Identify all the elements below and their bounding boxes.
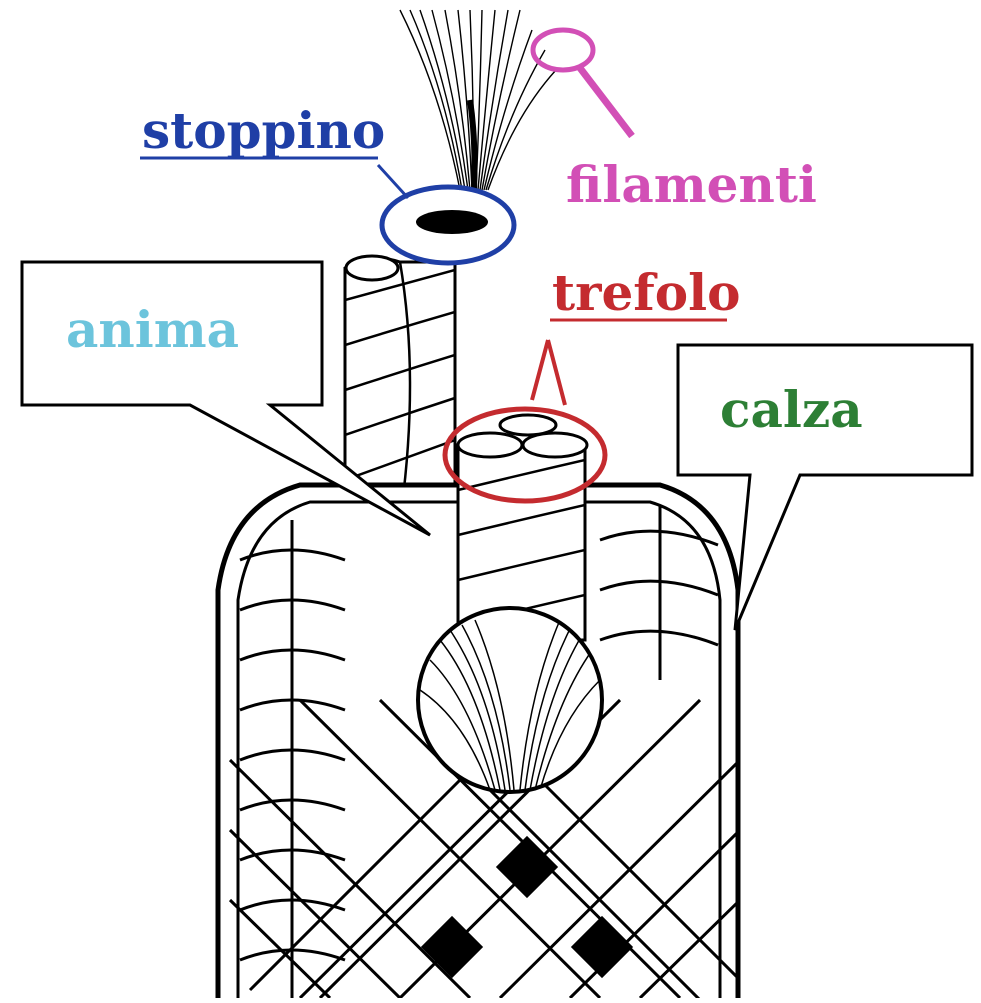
label-stoppino: stoppino <box>142 106 385 156</box>
wick-bundle <box>416 210 488 234</box>
fiber-magnifier <box>418 608 602 792</box>
label-calza: calza <box>720 385 863 435</box>
filamenti-loupe <box>533 30 632 136</box>
strand <box>458 415 587 640</box>
label-filamenti: filamenti <box>566 160 817 210</box>
label-trefolo: trefolo <box>552 268 740 318</box>
filaments-fibers <box>400 10 556 190</box>
label-anima: anima <box>66 305 239 355</box>
